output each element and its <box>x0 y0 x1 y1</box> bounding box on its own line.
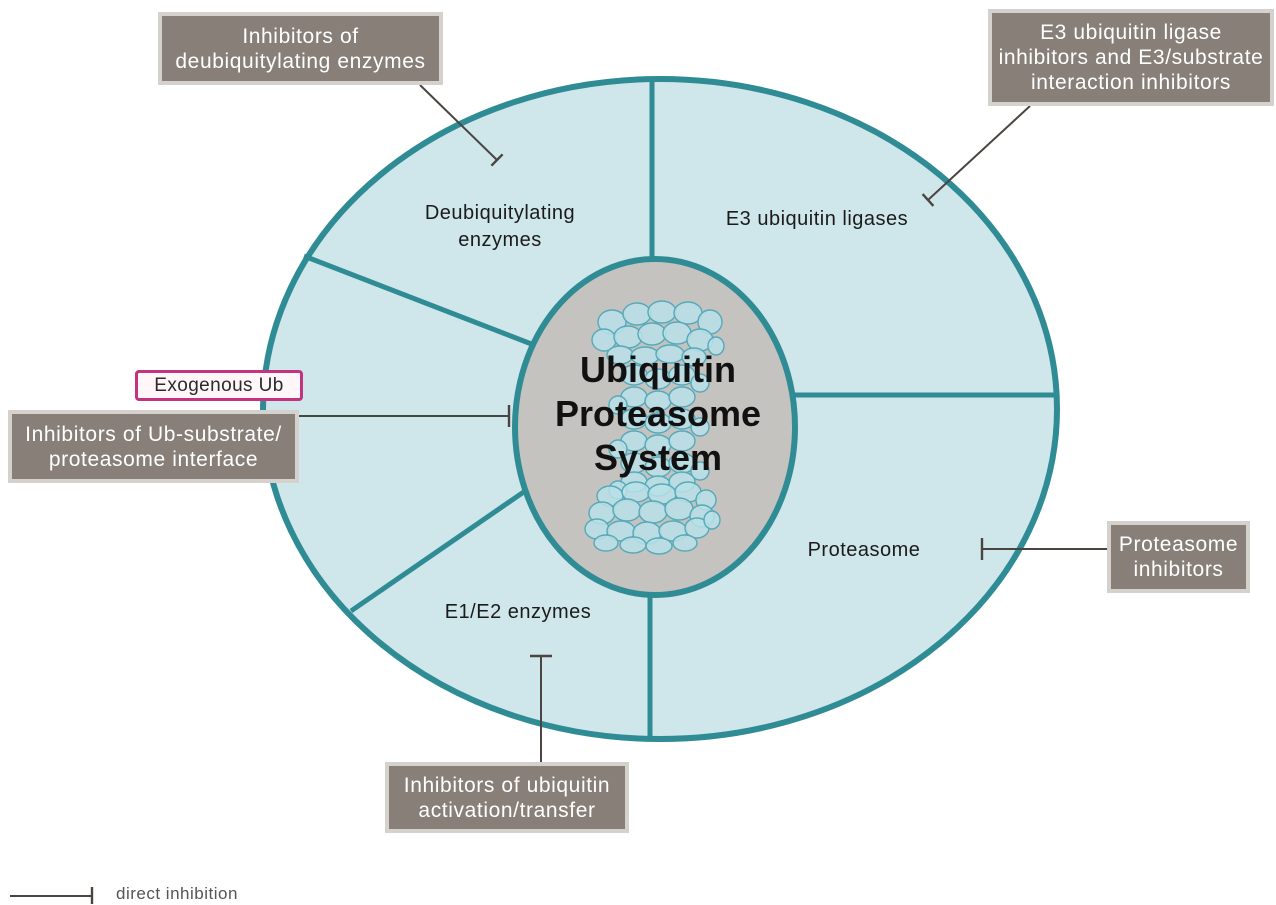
connector-line <box>927 105 1031 201</box>
proteasome-subunit <box>707 336 725 356</box>
proteasome-illustration <box>584 300 725 555</box>
core-title: Ubiquitin Proteasome System <box>528 348 788 480</box>
core-title-line: Ubiquitin <box>580 349 736 390</box>
inhibitor-box-line: Proteasome <box>1118 533 1239 556</box>
proteasome-subunit <box>637 322 667 346</box>
inhibitor-box-line: interaction inhibitors <box>1031 71 1231 94</box>
proteasome-subunit <box>647 300 677 324</box>
inhibitor-box-line: activation/transfer <box>418 798 596 822</box>
segment-label-e1-e2-enzymes: E1/E2 enzymes <box>444 601 592 623</box>
divider-lower-left <box>349 486 530 614</box>
proteasome-subunit <box>672 534 698 552</box>
proteasome-subunit <box>668 430 696 452</box>
segment-label-line: enzymes <box>458 229 542 251</box>
segment-label-deubiquitylating-enzymes: Deubiquitylating enzymes <box>400 200 600 254</box>
proteasome-subunit <box>608 395 628 415</box>
segment-label-proteasome: Proteasome <box>807 539 921 561</box>
inhibitor-box-line: Inhibitors of <box>242 24 359 48</box>
inhibitor-box-e3: E3 ubiquitin ligase inhibitors and E3/su… <box>988 9 1274 106</box>
exogenous-ub-box: Exogenous Ub <box>135 370 303 401</box>
inhibitor-box-line: E3 ubiquitin ligase <box>1040 21 1222 44</box>
inhibitor-box-proteasome: Proteasome inhibitors <box>1107 521 1250 593</box>
proteasome-subunit <box>690 417 710 437</box>
divider-upper-left <box>303 253 535 348</box>
inhibitor-box-line: Inhibitors of ubiquitin <box>403 773 611 797</box>
proteasome-subunit <box>622 302 652 326</box>
inhibition-connector-deubiquitylating <box>419 84 504 167</box>
core-title-line: System <box>593 437 723 478</box>
proteasome-subunit <box>619 536 647 554</box>
inhibitor-box-line: deubiquitylating enzymes <box>175 49 426 73</box>
inhibition-connector-e3 <box>921 105 1031 207</box>
proteasome-subunit <box>608 439 628 459</box>
inhibition-bar <box>490 153 504 167</box>
inhibitor-box-activation-transfer: Inhibitors of ubiquitin activation/trans… <box>385 762 629 833</box>
inhibition-connector-proteasome <box>980 538 1107 560</box>
proteasome-subunit <box>664 497 694 521</box>
proteasome-subunit <box>690 461 710 481</box>
proteasome-subunit <box>690 373 710 393</box>
proteasome-subunit <box>668 386 696 408</box>
inhibition-connector-interface <box>299 405 511 427</box>
inhibitor-box-line: Inhibitors of Ub-substrate/ <box>25 422 282 446</box>
core-title-line: Proteasome <box>554 393 762 434</box>
proteasome-subunit <box>645 537 673 555</box>
inhibitor-box-line: proteasome interface <box>48 447 259 471</box>
segment-label-e3-ubiquitin-ligases: E3 ubiquitin ligases <box>725 208 909 230</box>
inhibitor-box-line: inhibitors <box>1133 558 1224 581</box>
connector-line <box>419 84 498 161</box>
inhibitor-box-line: inhibitors and E3/substrate <box>998 46 1264 69</box>
proteasome-subunit <box>593 534 619 552</box>
inhibition-bar <box>921 193 935 207</box>
inhibition-connector-activation <box>530 654 552 762</box>
segment-label-line: Deubiquitylating <box>424 202 576 224</box>
proteasome-subunit <box>638 500 668 524</box>
proteasome-subunit <box>612 498 642 522</box>
proteasome-subunit <box>681 347 707 367</box>
legend-inhibition-symbol <box>10 887 94 904</box>
legend-label: direct inhibition <box>116 884 238 903</box>
proteasome-subunit <box>703 510 721 530</box>
inhibitor-box-ub-substrate-interface: Inhibitors of Ub-substrate/ proteasome i… <box>8 410 299 483</box>
inhibitor-box-deubiquitylating: Inhibitors of deubiquitylating enzymes <box>158 12 443 85</box>
